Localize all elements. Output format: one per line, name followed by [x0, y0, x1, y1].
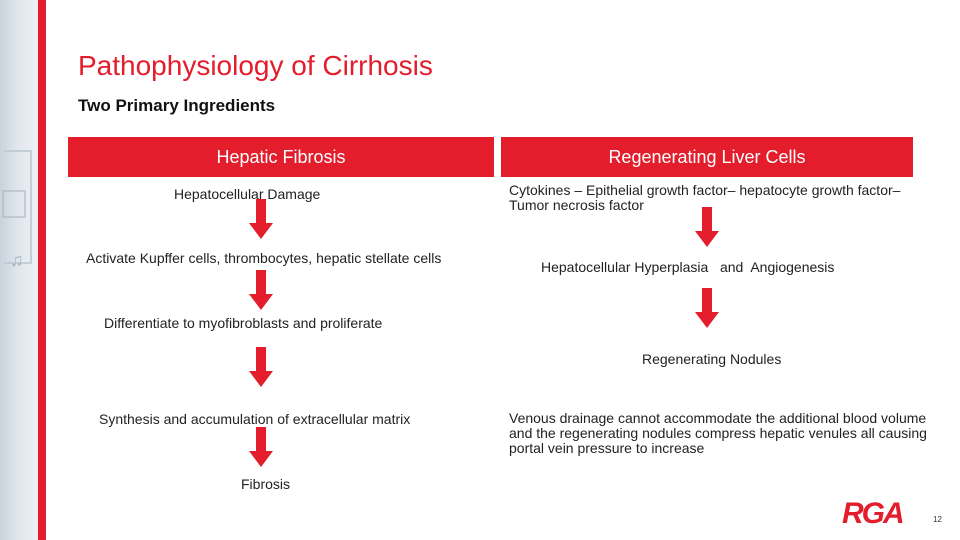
- header-regenerating-liver-cells: Regenerating Liver Cells: [501, 137, 913, 177]
- left-step-4: Synthesis and accumulation of extracellu…: [99, 411, 411, 427]
- down-arrow-icon: [249, 270, 273, 310]
- down-arrow-icon: [695, 207, 719, 247]
- rga-logo: RGA: [842, 497, 905, 530]
- slide-subtitle: Two Primary Ingredients: [78, 96, 276, 115]
- down-arrow-icon: [249, 347, 273, 387]
- left-decorative-strip: ♫: [0, 0, 38, 540]
- page-number: 12: [933, 515, 942, 524]
- music-note-icon: ♫: [10, 250, 24, 270]
- down-arrow-icon: [695, 288, 719, 328]
- right-step-3: Regenerating Nodules: [642, 351, 782, 367]
- decorative-box: [2, 190, 26, 218]
- right-step-1: Cytokines – Epithelial growth factor– he…: [509, 182, 901, 213]
- left-step-5: Fibrosis: [241, 476, 291, 492]
- slide-title: Pathophysiology of Cirrhosis: [78, 50, 433, 81]
- accent-bar: [38, 0, 46, 540]
- header-hepatic-fibrosis: Hepatic Fibrosis: [68, 137, 494, 177]
- left-step-1: Hepatocellular Damage: [174, 186, 321, 202]
- down-arrow-icon: [249, 199, 273, 239]
- decorative-frame: [4, 150, 32, 264]
- left-step-2: Activate Kupffer cells, thrombocytes, he…: [86, 250, 442, 266]
- left-step-3: Differentiate to myofibroblasts and prol…: [104, 315, 383, 331]
- right-step-4: Venous drainage cannot accommodate the a…: [509, 410, 927, 456]
- down-arrow-icon: [249, 427, 273, 467]
- right-step-2: Hepatocellular Hyperplasia and Angiogene…: [541, 259, 835, 275]
